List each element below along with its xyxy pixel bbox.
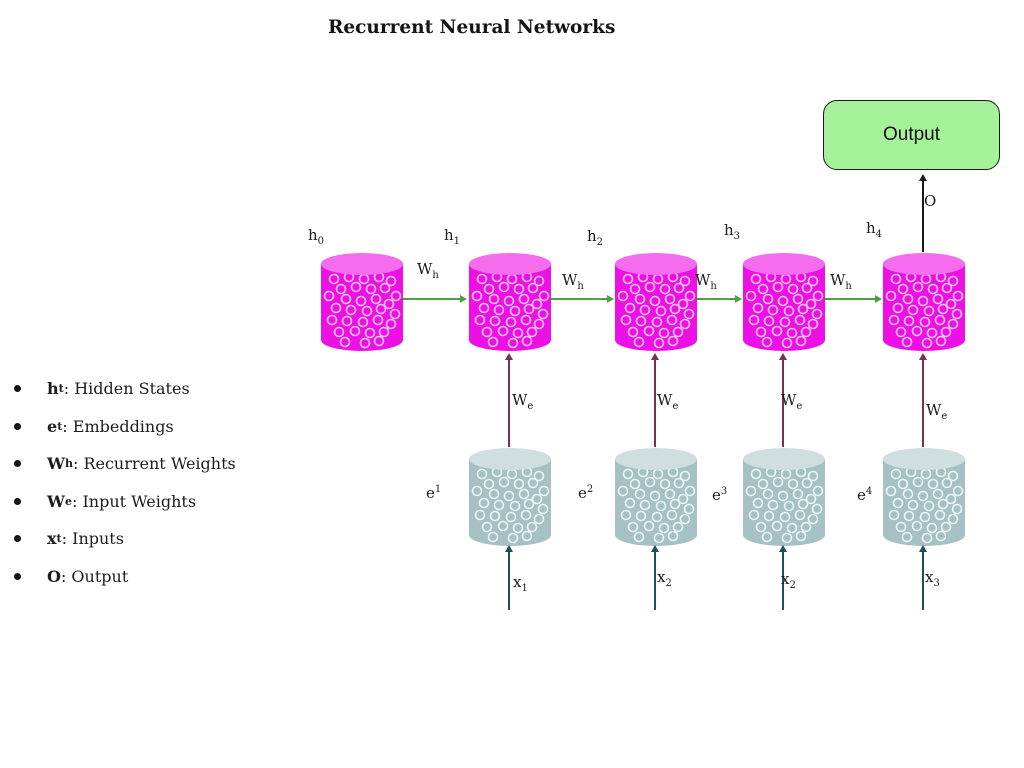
input-weight-label-1: We xyxy=(512,391,534,412)
legend-desc: : Inputs xyxy=(61,529,124,549)
legend-symbol-sub: e xyxy=(64,494,72,508)
recurrent-weight-arrow-3 xyxy=(697,298,735,300)
bullet-icon xyxy=(14,535,21,543)
legend-symbol-sub: t xyxy=(57,419,63,433)
embedding-label-e1: e1 xyxy=(426,484,442,502)
legend-desc: : Input Weights xyxy=(71,491,197,511)
input-weight-arrow-4 xyxy=(922,360,924,447)
legend-symbol-sub: t xyxy=(58,382,64,395)
recurrent-weight-label-1: Wh xyxy=(417,260,439,281)
recurrent-weight-label-2: Wh xyxy=(562,271,584,292)
input-arrow-2 xyxy=(654,552,656,610)
hidden-state-cylinder-h1 xyxy=(469,253,551,351)
input-arrow-4 xyxy=(922,552,924,610)
legend-symbol: h xyxy=(47,379,59,398)
output-box: Output xyxy=(823,100,1000,170)
legend-desc: : Output xyxy=(60,566,129,586)
output-arrow-label: O xyxy=(924,192,937,210)
embedding-cylinder-e4 xyxy=(883,448,965,546)
embedding-label-e2: e2 xyxy=(578,484,594,502)
recurrent-weight-arrow-2 xyxy=(551,298,607,300)
output-arrow xyxy=(922,181,924,252)
hidden-node-label-h4: h4 xyxy=(866,219,883,240)
legend-symbol-sub: t xyxy=(56,532,62,546)
bullet-icon xyxy=(14,422,21,430)
legend-desc: : Hidden States xyxy=(63,379,190,398)
hidden-node-label-h1: h1 xyxy=(444,226,461,247)
input-weight-arrow-3 xyxy=(782,360,784,447)
recurrent-weight-label-4: Wh xyxy=(830,271,852,292)
legend-symbol: W xyxy=(47,491,65,511)
legend-symbol: O xyxy=(47,566,61,586)
input-arrow-3 xyxy=(782,552,784,610)
legend-symbol: W xyxy=(47,454,65,474)
input-label-x3: x2 xyxy=(781,570,796,591)
bullet-icon xyxy=(14,385,21,392)
hidden-state-cylinder-h0 xyxy=(321,253,403,351)
bullet-icon xyxy=(14,572,21,580)
input-weight-arrow-1 xyxy=(508,360,510,447)
embedding-cylinder-e3 xyxy=(743,448,825,546)
recurrent-weight-label-3: Wh xyxy=(695,271,717,292)
input-label-x1: x1 xyxy=(513,573,528,594)
input-weight-label-3: We xyxy=(781,391,803,412)
legend-symbol-sub: h xyxy=(64,457,73,471)
hidden-node-label-h3: h3 xyxy=(724,221,741,242)
hidden-state-cylinder-h3 xyxy=(743,253,825,351)
bullet-icon xyxy=(14,460,21,468)
output-box-label: Output xyxy=(882,124,941,145)
page-title: Recurrent Neural Networks xyxy=(328,17,616,38)
embedding-label-e4: e4 xyxy=(857,486,873,504)
hidden-node-label-h0: h0 xyxy=(308,226,325,247)
legend-desc: : Recurrent Weights xyxy=(72,454,236,474)
input-arrow-1 xyxy=(508,552,510,610)
hidden-node-label-h2: h2 xyxy=(587,227,604,248)
input-label-x2: x2 xyxy=(657,568,672,589)
legend-item-output: O: Output xyxy=(14,565,236,588)
embedding-cylinder-e2 xyxy=(615,448,697,546)
recurrent-weight-arrow-4 xyxy=(825,298,875,300)
hidden-state-cylinder-h4 xyxy=(883,253,965,351)
input-weight-arrow-2 xyxy=(654,360,656,447)
input-label-x4: x3 xyxy=(925,568,940,589)
hidden-state-cylinder-h2 xyxy=(615,253,697,351)
embedding-cylinder-e1 xyxy=(469,448,551,546)
legend-symbol: x xyxy=(47,529,57,549)
legend-desc: : Embeddings xyxy=(62,416,174,436)
input-weight-label-2: We xyxy=(657,391,679,412)
embedding-label-e3: e3 xyxy=(712,486,728,504)
legend-symbol: e xyxy=(47,416,58,436)
bullet-icon xyxy=(14,497,21,505)
input-weight-label-4: We xyxy=(926,401,948,422)
recurrent-weight-arrow-1 xyxy=(403,298,460,300)
